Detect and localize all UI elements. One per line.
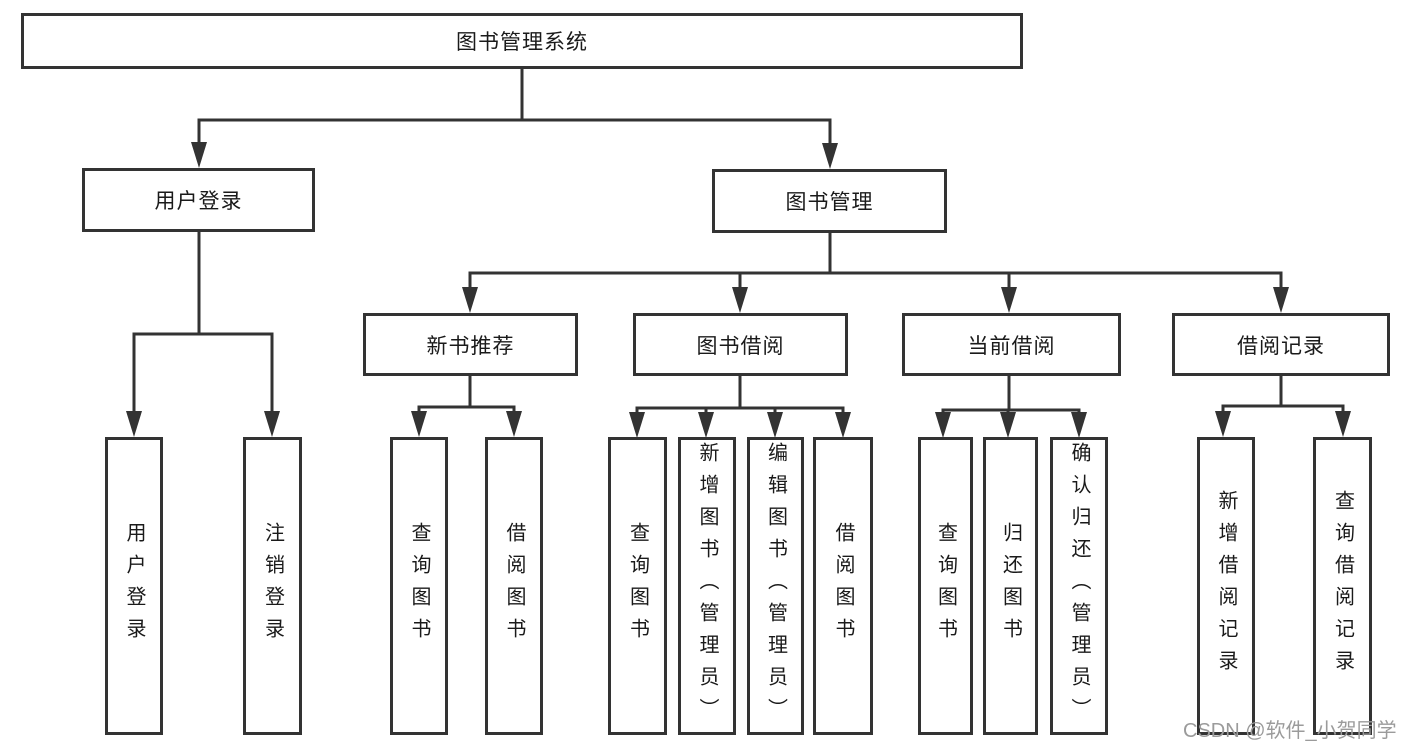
- node-label: 查询图书: [626, 522, 649, 650]
- node-label: 用户登录: [123, 522, 145, 650]
- leaf-borrowing-query-book: 查询图书: [608, 437, 667, 735]
- node-label: 借阅图书: [503, 522, 525, 650]
- node-book-borrowing: 图书借阅: [633, 313, 848, 376]
- node-new-book-recommendation: 新书推荐: [363, 313, 578, 376]
- node-label: 新书推荐: [426, 334, 515, 358]
- leaf-logout: 注销登录: [243, 437, 302, 735]
- leaf-borrowing-borrow-book: 借阅图书: [813, 437, 873, 735]
- leaf-borrowing-add-book-admin: 新增图书（管理员）: [678, 437, 736, 735]
- node-label: 借阅记录: [1237, 334, 1325, 358]
- leaf-recommend-borrow-book: 借阅图书: [485, 437, 543, 735]
- leaf-current-return-book: 归还图书: [983, 437, 1038, 735]
- node-current-borrowing: 当前借阅: [902, 313, 1121, 376]
- leaf-records-add-record: 新增借阅记录: [1197, 437, 1255, 735]
- node-label: 借阅图书: [832, 522, 854, 650]
- node-label: 确认归还（管理员）: [1068, 442, 1090, 730]
- node-borrowing-records: 借阅记录: [1172, 313, 1390, 376]
- node-label: 新增借阅记录: [1215, 490, 1237, 682]
- arrowheads: [126, 142, 1351, 438]
- node-label: 查询借阅记录: [1331, 490, 1354, 682]
- node-label: 新增图书（管理员）: [696, 442, 718, 730]
- node-label: 图书借阅: [696, 334, 785, 358]
- node-label: 查询图书: [408, 522, 430, 650]
- csdn-watermark: CSDN @软件_小贺同学: [1183, 720, 1397, 742]
- node-label: 编辑图书（管理员）: [764, 442, 787, 730]
- node-label: 归还图书: [999, 522, 1022, 650]
- leaf-recommend-query-book: 查询图书: [390, 437, 448, 735]
- node-label: 用户登录: [154, 190, 243, 213]
- node-label: 查询图书: [934, 522, 957, 650]
- node-user-login: 用户登录: [82, 168, 315, 232]
- tree-edges: [132, 67, 1345, 425]
- node-label: 图书管理系统: [456, 31, 588, 54]
- node-label: 当前借阅: [967, 334, 1056, 358]
- leaf-user-login: 用户登录: [105, 437, 163, 735]
- leaf-borrowing-edit-book-admin: 编辑图书（管理员）: [747, 437, 804, 735]
- node-root-system: 图书管理系统: [21, 13, 1023, 69]
- node-book-management: 图书管理: [712, 169, 947, 233]
- leaf-current-query-book: 查询图书: [918, 437, 973, 735]
- leaf-records-query-record: 查询借阅记录: [1313, 437, 1372, 735]
- node-label: 注销登录: [261, 522, 284, 650]
- node-label: 图书管理: [785, 191, 874, 214]
- leaf-current-confirm-return-admin: 确认归还（管理员）: [1050, 437, 1108, 735]
